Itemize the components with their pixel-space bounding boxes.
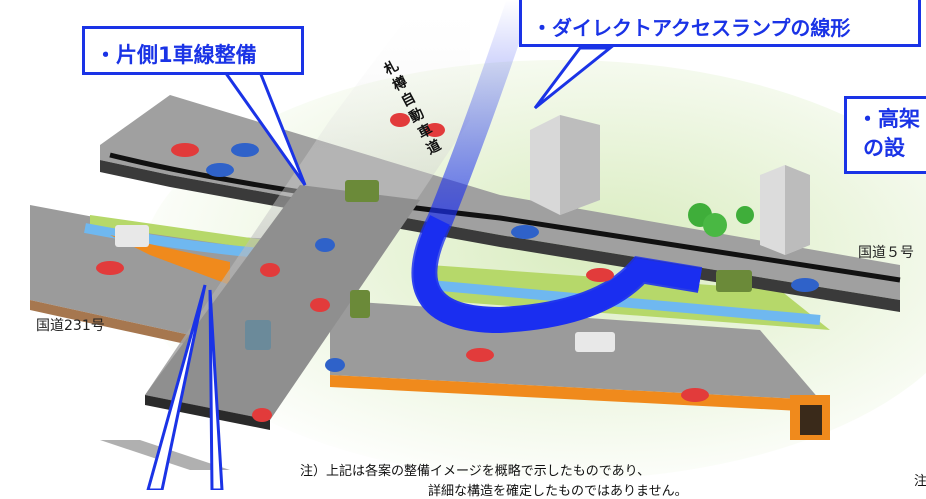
callout-pointers	[146, 46, 615, 490]
callout-direct-access: ・ダイレクトアクセスランプの線形	[519, 0, 921, 47]
vehicles	[96, 113, 819, 422]
callout-elevated: ・高架 の設	[844, 96, 926, 174]
callout-one-lane: ・片側1車線整備	[82, 26, 304, 75]
direct-access-ramp	[411, 0, 703, 334]
callout-elevated-line1: ・高架	[857, 107, 920, 131]
note-right-edge: 注	[914, 474, 926, 489]
callout-elevated-line2: の設	[863, 136, 905, 160]
label-route231: 国道231号	[36, 318, 105, 334]
trees	[688, 203, 754, 237]
note-line1: 注）上記は各案の整備イメージを概略で示したものであり、	[300, 464, 651, 479]
buildings	[530, 115, 810, 255]
label-sapporo-expressway: 札樽自動車道	[379, 57, 445, 161]
label-route5: 国道５号	[858, 245, 914, 261]
callout-direct-access-text: ・ダイレクトアクセスランプの線形	[532, 16, 851, 40]
callout-one-lane-text: ・片側1車線整備	[95, 43, 257, 67]
